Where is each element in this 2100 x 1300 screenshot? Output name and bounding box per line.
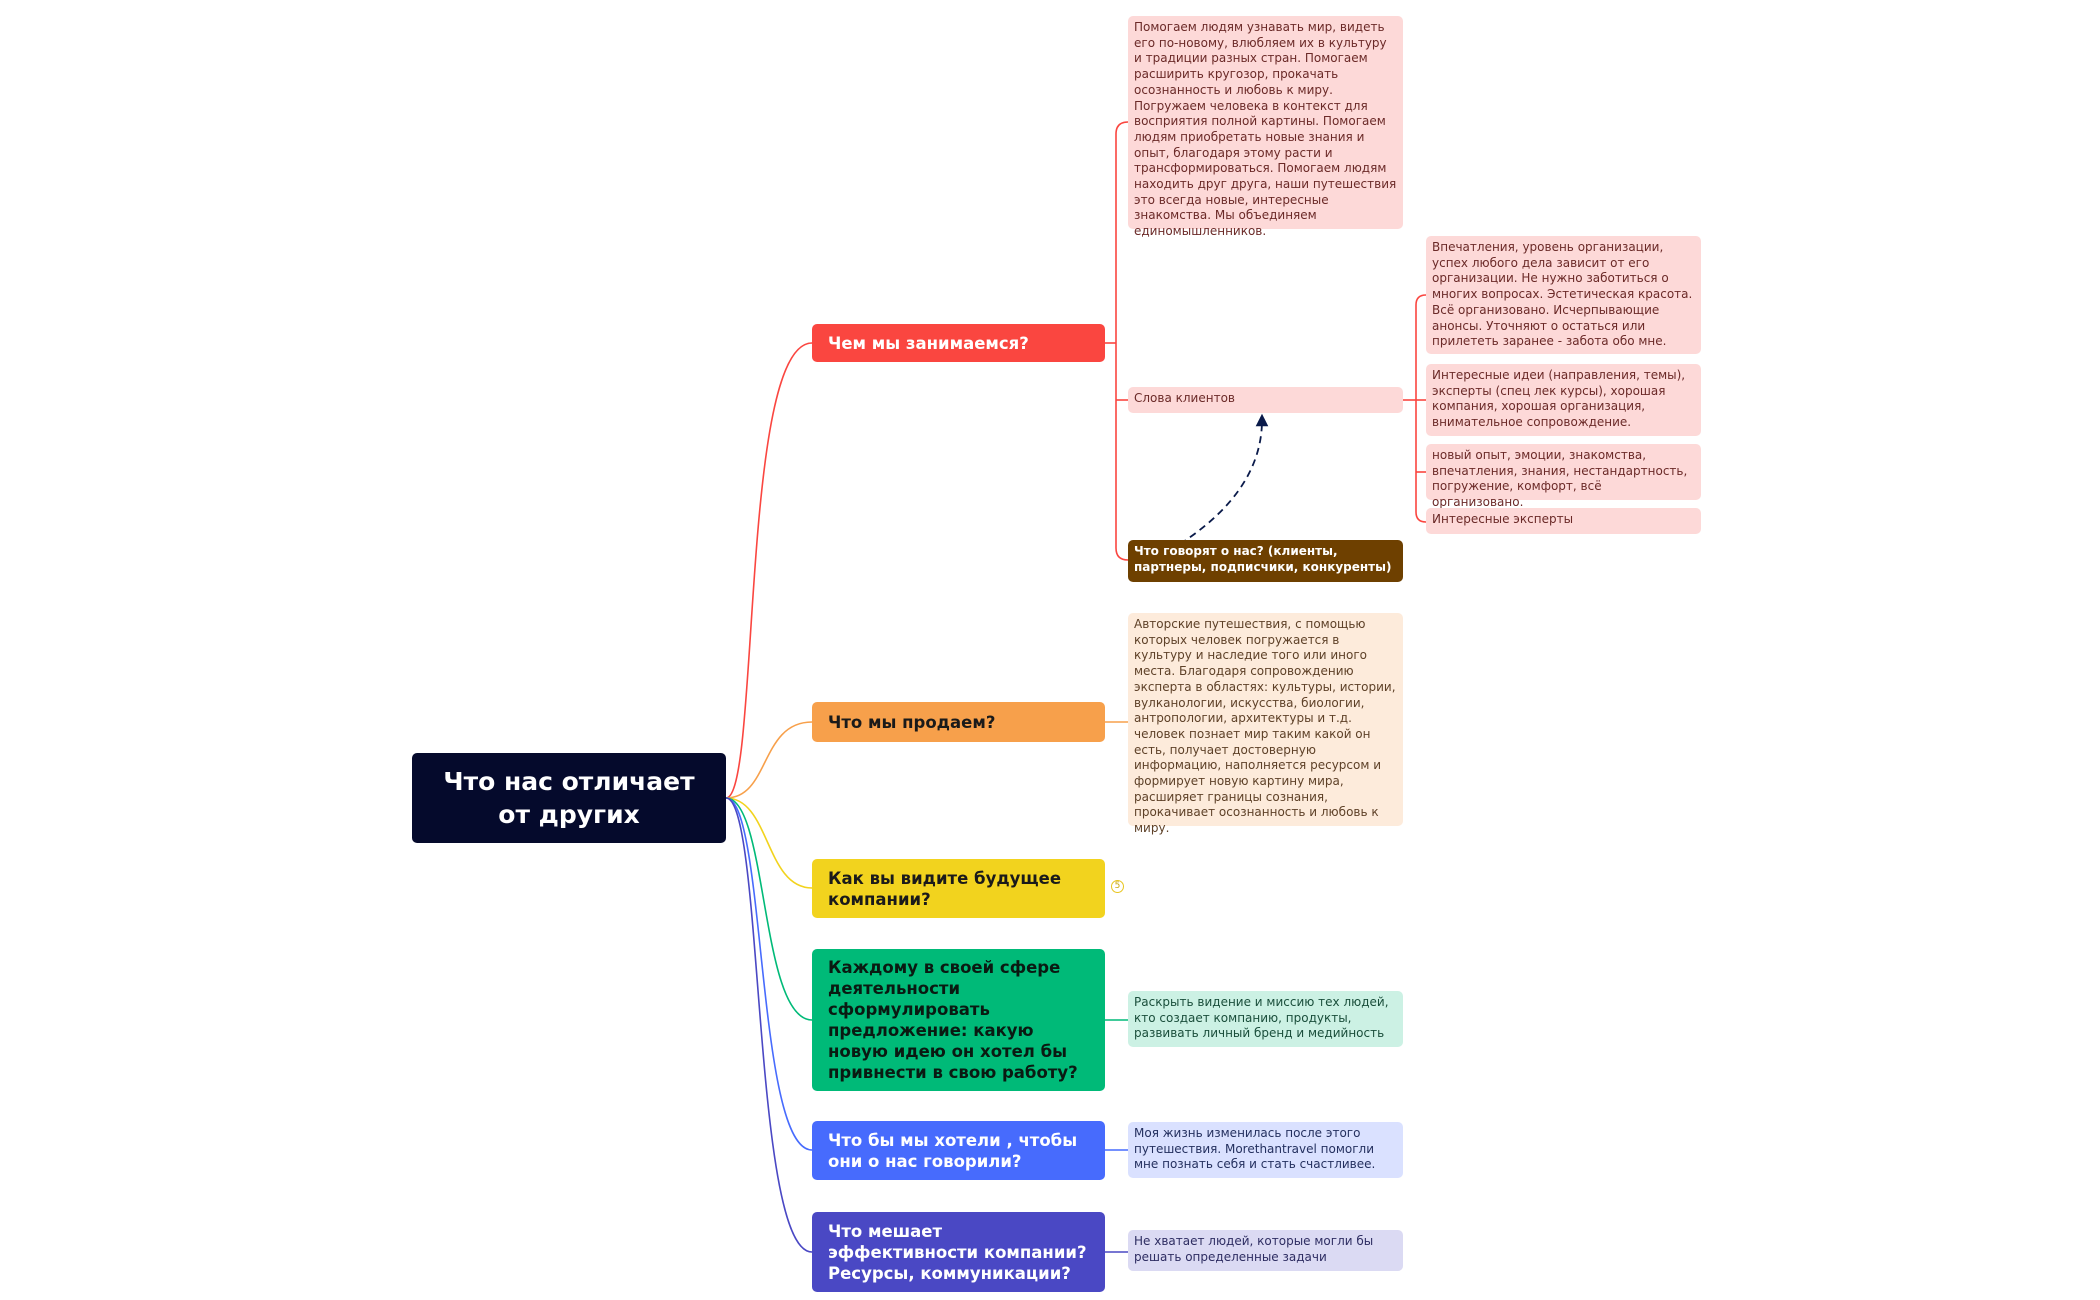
link-root-topic-4: [725, 797, 813, 1021]
topic-new-ideas[interactable]: Каждому в своей сфере деятельности сформ…: [812, 949, 1105, 1091]
relationship-arrow: [1179, 413, 1269, 545]
subtopic-lack-of-people[interactable]: Не хватает людей, которые могли бы решат…: [1128, 1230, 1403, 1271]
subtopic-client-words[interactable]: Слова клиентов: [1128, 387, 1403, 413]
topic-label: Что мы продаем?: [828, 712, 996, 732]
client-word-2[interactable]: Интересные идеи (направления, темы), экс…: [1426, 364, 1701, 436]
topic-efficiency-blockers[interactable]: Что мешает эффективности компании? Ресур…: [812, 1212, 1105, 1292]
subtopic-mission[interactable]: Помогаем людям узнавать мир, видеть его …: [1128, 16, 1403, 238]
topic-label: Чем мы занимаемся?: [828, 333, 1029, 353]
topic-what-they-say[interactable]: Что бы мы хотели , чтобы они о нас говор…: [812, 1121, 1105, 1180]
topic-label: Каждому в своей сфере деятельности сформ…: [828, 958, 1078, 1082]
client-word-4[interactable]: Интересные эксперты: [1426, 508, 1701, 534]
link-root-topic-5: [725, 797, 813, 1151]
subtopic-desired-review[interactable]: Моя жизнь изменилась после этого путешес…: [1128, 1122, 1403, 1178]
link-topic1-bracket: [1115, 121, 1129, 561]
link-root-topic-6: [725, 797, 813, 1253]
link-root-topic-2: [725, 721, 813, 799]
client-word-3[interactable]: новый опыт, эмоции, знакомства, впечатле…: [1426, 444, 1701, 509]
link-root-topic-3: [725, 797, 813, 889]
link-client-words-bracket: [1415, 294, 1427, 523]
topic-what-we-sell[interactable]: Что мы продаем?: [812, 702, 1105, 742]
topic-label: Что мешает эффективности компании? Ресур…: [828, 1221, 1087, 1283]
subtopic-what-they-say-about-us[interactable]: Что говорят о нас? (клиенты, партнеры, п…: [1128, 540, 1403, 582]
topic-future-vision[interactable]: Как вы видите будущее компании?: [812, 859, 1105, 918]
client-word-1[interactable]: Впечатления, уровень организации, успех …: [1426, 236, 1701, 354]
topic-what-we-do[interactable]: Чем мы занимаемся?: [812, 324, 1105, 362]
topic-label: Как вы видите будущее компании?: [828, 868, 1062, 909]
subtopic-product-description[interactable]: Авторские путешествия, с помощью которых…: [1128, 613, 1403, 835]
collapsed-children-badge[interactable]: 5: [1111, 880, 1124, 893]
link-root-topic-1: [725, 342, 813, 799]
subtopic-vision-mission[interactable]: Раскрыть видение и миссию тех людей, кто…: [1128, 991, 1403, 1047]
topic-label: Что бы мы хотели , чтобы они о нас говор…: [828, 1130, 1078, 1171]
root-topic[interactable]: Что нас отличает от других: [412, 753, 726, 843]
